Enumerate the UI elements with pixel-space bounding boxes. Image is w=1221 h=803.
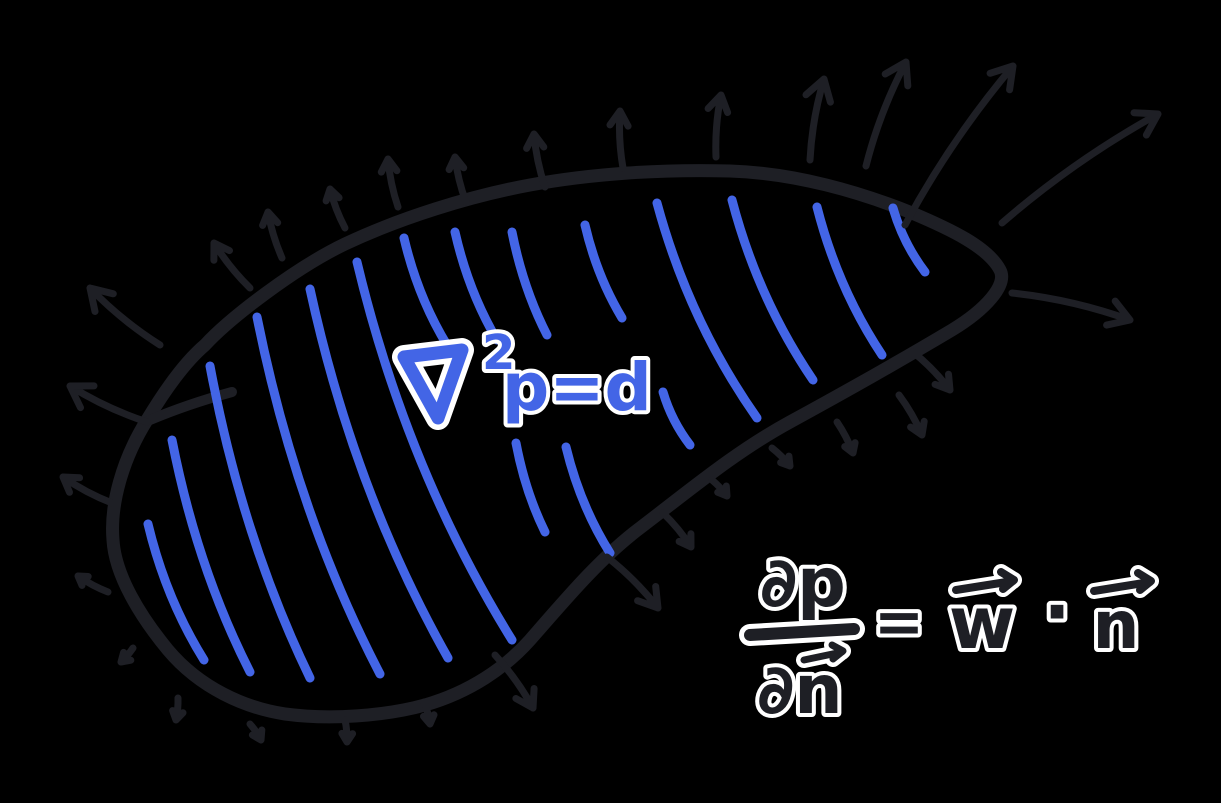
n-symbol: n bbox=[1093, 587, 1140, 664]
normal-arrow bbox=[491, 651, 538, 712]
nabla-icon bbox=[397, 343, 469, 425]
laplacian-exponent: 2 bbox=[482, 325, 515, 381]
normal-arrow bbox=[909, 348, 954, 394]
hatch-line bbox=[352, 257, 517, 645]
hatch-line bbox=[561, 442, 615, 558]
normal-arrow bbox=[246, 720, 266, 744]
normal-arrow bbox=[420, 698, 438, 728]
normal-arrow bbox=[708, 476, 731, 500]
interior-equation-text: p=d bbox=[502, 349, 652, 426]
hatch-line bbox=[727, 195, 818, 385]
normal-arrow bbox=[117, 644, 137, 666]
normal-arrow bbox=[59, 473, 116, 507]
domain-blob bbox=[106, 164, 1008, 724]
hatch-line bbox=[450, 227, 502, 345]
normal-arrow bbox=[833, 418, 859, 457]
hatch-line bbox=[580, 220, 627, 323]
fraction-numerator: ∂p bbox=[760, 544, 846, 623]
hatch-line bbox=[205, 361, 315, 683]
normal-arrow bbox=[704, 91, 732, 161]
interior-equation: 2 p=d bbox=[392, 321, 656, 430]
normal-arrow bbox=[523, 130, 549, 191]
normal-arrow bbox=[66, 382, 151, 426]
vector-arrow-over-denominator-n bbox=[800, 641, 847, 664]
hatch-line bbox=[658, 387, 695, 450]
hatch-line bbox=[812, 202, 887, 360]
equals-sign: = bbox=[874, 587, 924, 657]
normal-arrow bbox=[74, 572, 112, 596]
hatch-line bbox=[167, 435, 255, 677]
fraction-bar bbox=[744, 623, 860, 641]
normal-arrow bbox=[377, 155, 402, 211]
normal-arrow bbox=[169, 694, 187, 724]
hatch-line bbox=[507, 227, 552, 340]
hatch-line bbox=[888, 203, 930, 277]
normal-arrow bbox=[606, 107, 632, 172]
normal-arrow bbox=[998, 109, 1162, 227]
normal-arrow bbox=[901, 62, 1017, 229]
normal-arrow bbox=[259, 208, 286, 262]
hatch-line bbox=[511, 438, 550, 537]
normal-arrow bbox=[210, 239, 254, 292]
hatch-line bbox=[305, 284, 453, 663]
normal-arrows bbox=[59, 58, 1162, 746]
normal-arrow bbox=[659, 509, 695, 551]
normal-arrow bbox=[86, 284, 164, 349]
hatch-line bbox=[252, 312, 385, 679]
normal-arrow bbox=[895, 391, 928, 439]
dot-operator: · bbox=[1043, 570, 1070, 654]
hatch-line bbox=[143, 519, 209, 665]
hatch-line bbox=[652, 198, 762, 423]
normal-arrow bbox=[768, 444, 794, 470]
normal-arrow bbox=[802, 75, 834, 164]
normal-arrow bbox=[603, 553, 662, 612]
normal-arrow bbox=[445, 153, 470, 206]
boundary-sketch-overlap bbox=[145, 387, 237, 425]
boundary-equation: ∂p ∂n = w · n bbox=[739, 540, 1159, 734]
vector-arrow-over-n bbox=[1090, 569, 1155, 595]
normal-arrow bbox=[322, 185, 349, 232]
hatch-line bbox=[399, 233, 452, 350]
normal-arrow bbox=[862, 58, 912, 170]
vector-arrow-over-w bbox=[952, 568, 1018, 594]
hatch-lines bbox=[143, 195, 930, 683]
normal-arrow bbox=[1008, 289, 1134, 329]
normal-arrow bbox=[338, 716, 357, 746]
domain-boundary bbox=[106, 164, 1008, 724]
